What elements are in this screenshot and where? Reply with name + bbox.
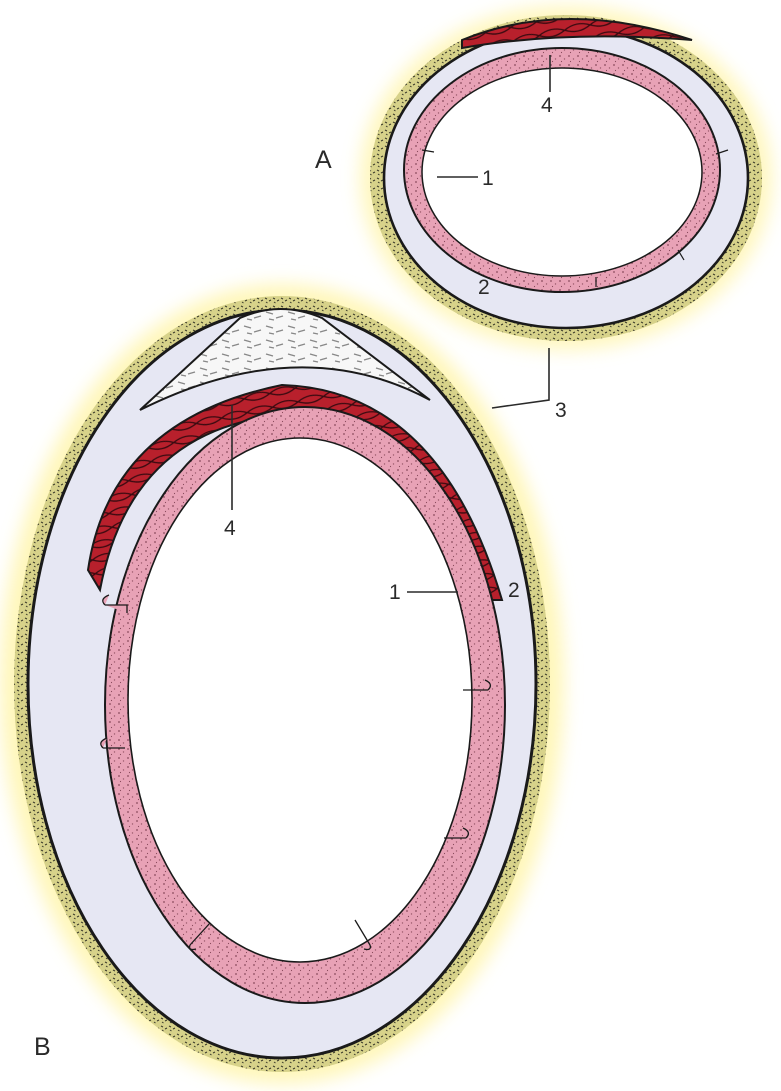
label-a-cartilage: 2 — [478, 276, 490, 299]
label-b-muscle: 4 — [224, 517, 236, 540]
panel-b-lumen — [128, 438, 472, 962]
label-a-mucosa: 1 — [482, 167, 494, 190]
label-b-cartilage: 2 — [508, 579, 520, 602]
panel-a-trachea — [360, 6, 772, 350]
label-adventitia: 3 — [555, 399, 567, 422]
panel-b-trachea — [0, 284, 564, 1084]
panel-a-lumen — [422, 68, 702, 276]
label-a-muscle: 4 — [541, 94, 553, 117]
panel-a-label: A — [315, 146, 332, 174]
panel-b-label: B — [34, 1033, 51, 1061]
label-b-mucosa: 1 — [389, 581, 401, 604]
